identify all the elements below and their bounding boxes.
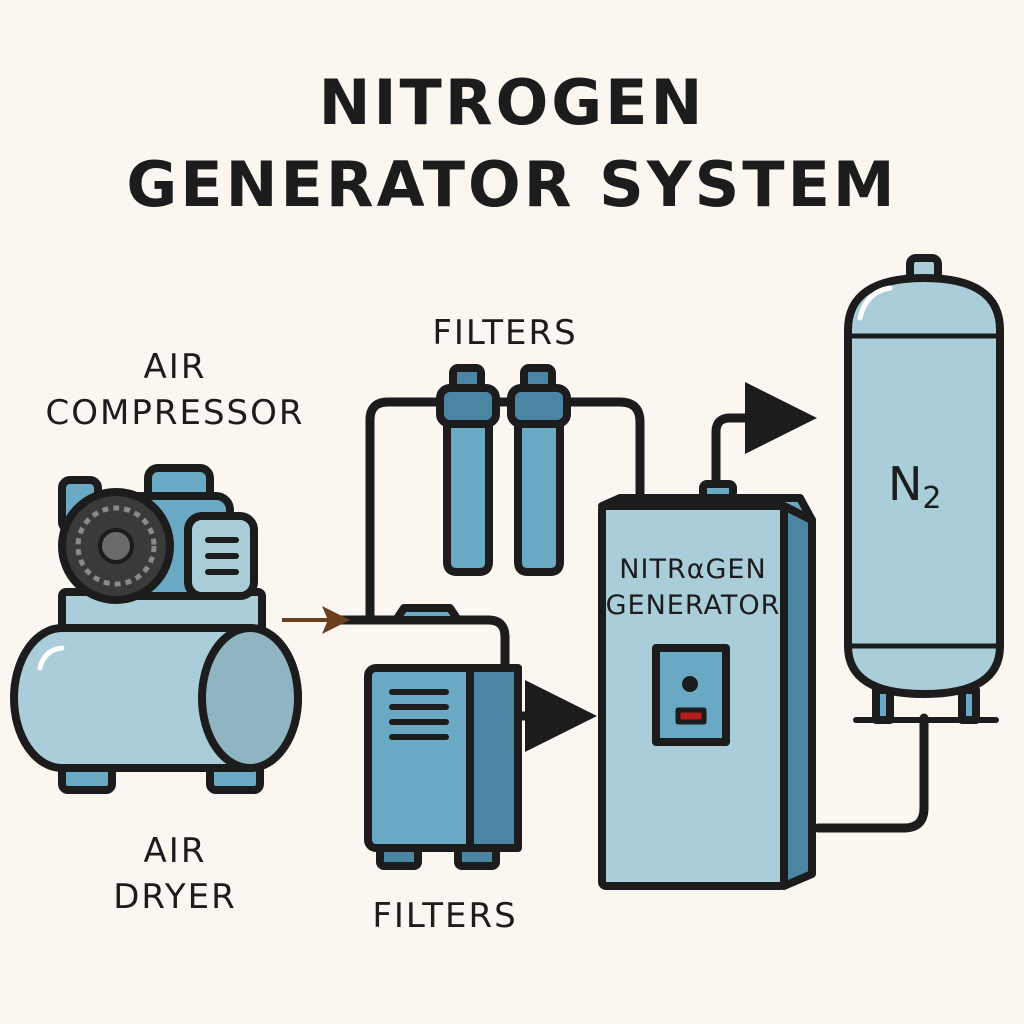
filter-cartridge-2: [507, 364, 571, 576]
tank-n-letter: N: [888, 457, 922, 511]
air-dryer-label-line-1: AIR: [143, 831, 207, 871]
pipe-filters-to-generator: [561, 397, 645, 505]
generator-label-line-1: NITRαGEN: [619, 554, 766, 585]
tank-subscript-2: 2: [922, 481, 941, 516]
filters-bottom-label: FILTERS: [372, 896, 518, 936]
nitrogen-tank: [844, 254, 1004, 724]
air-compressor-label-line-1: AIR: [143, 347, 207, 387]
air-dryer-label: AIR DRYER: [90, 828, 260, 920]
pipes: [335, 382, 929, 833]
nitrogen-generator: [598, 480, 816, 890]
indicator-light-icon: [682, 676, 698, 692]
tank-n2-label: N2: [888, 457, 942, 516]
air-compressor-label-line-2: COMPRESSOR: [45, 393, 305, 433]
filters-top-label: FILTERS: [432, 313, 578, 353]
compressor-outlet-arrow: [282, 606, 350, 634]
pipe-to-dryer: [335, 615, 510, 673]
generator-control-panel: [652, 644, 730, 746]
air-dryer-label-line-2: DRYER: [113, 877, 237, 917]
pipe-generator-to-tank: [711, 382, 817, 490]
air-dryer: [364, 604, 522, 870]
title-line-1: NITROGEN: [318, 66, 706, 139]
dryer-vents: [389, 689, 449, 740]
pipe-tank-return: [813, 713, 929, 833]
generator-label-line-2: GENERATOR: [606, 590, 781, 621]
title-line-2: GENERATOR SYSTEM: [126, 148, 898, 221]
top-filters: [436, 364, 571, 576]
motor-vents: [205, 537, 239, 575]
air-compressor-label: AIR COMPRESSOR: [30, 344, 320, 436]
power-switch-icon: [675, 707, 707, 725]
air-compressor: [10, 464, 302, 794]
pipe-to-top-filters: [365, 397, 457, 625]
filter-cartridge-1: [436, 364, 500, 576]
